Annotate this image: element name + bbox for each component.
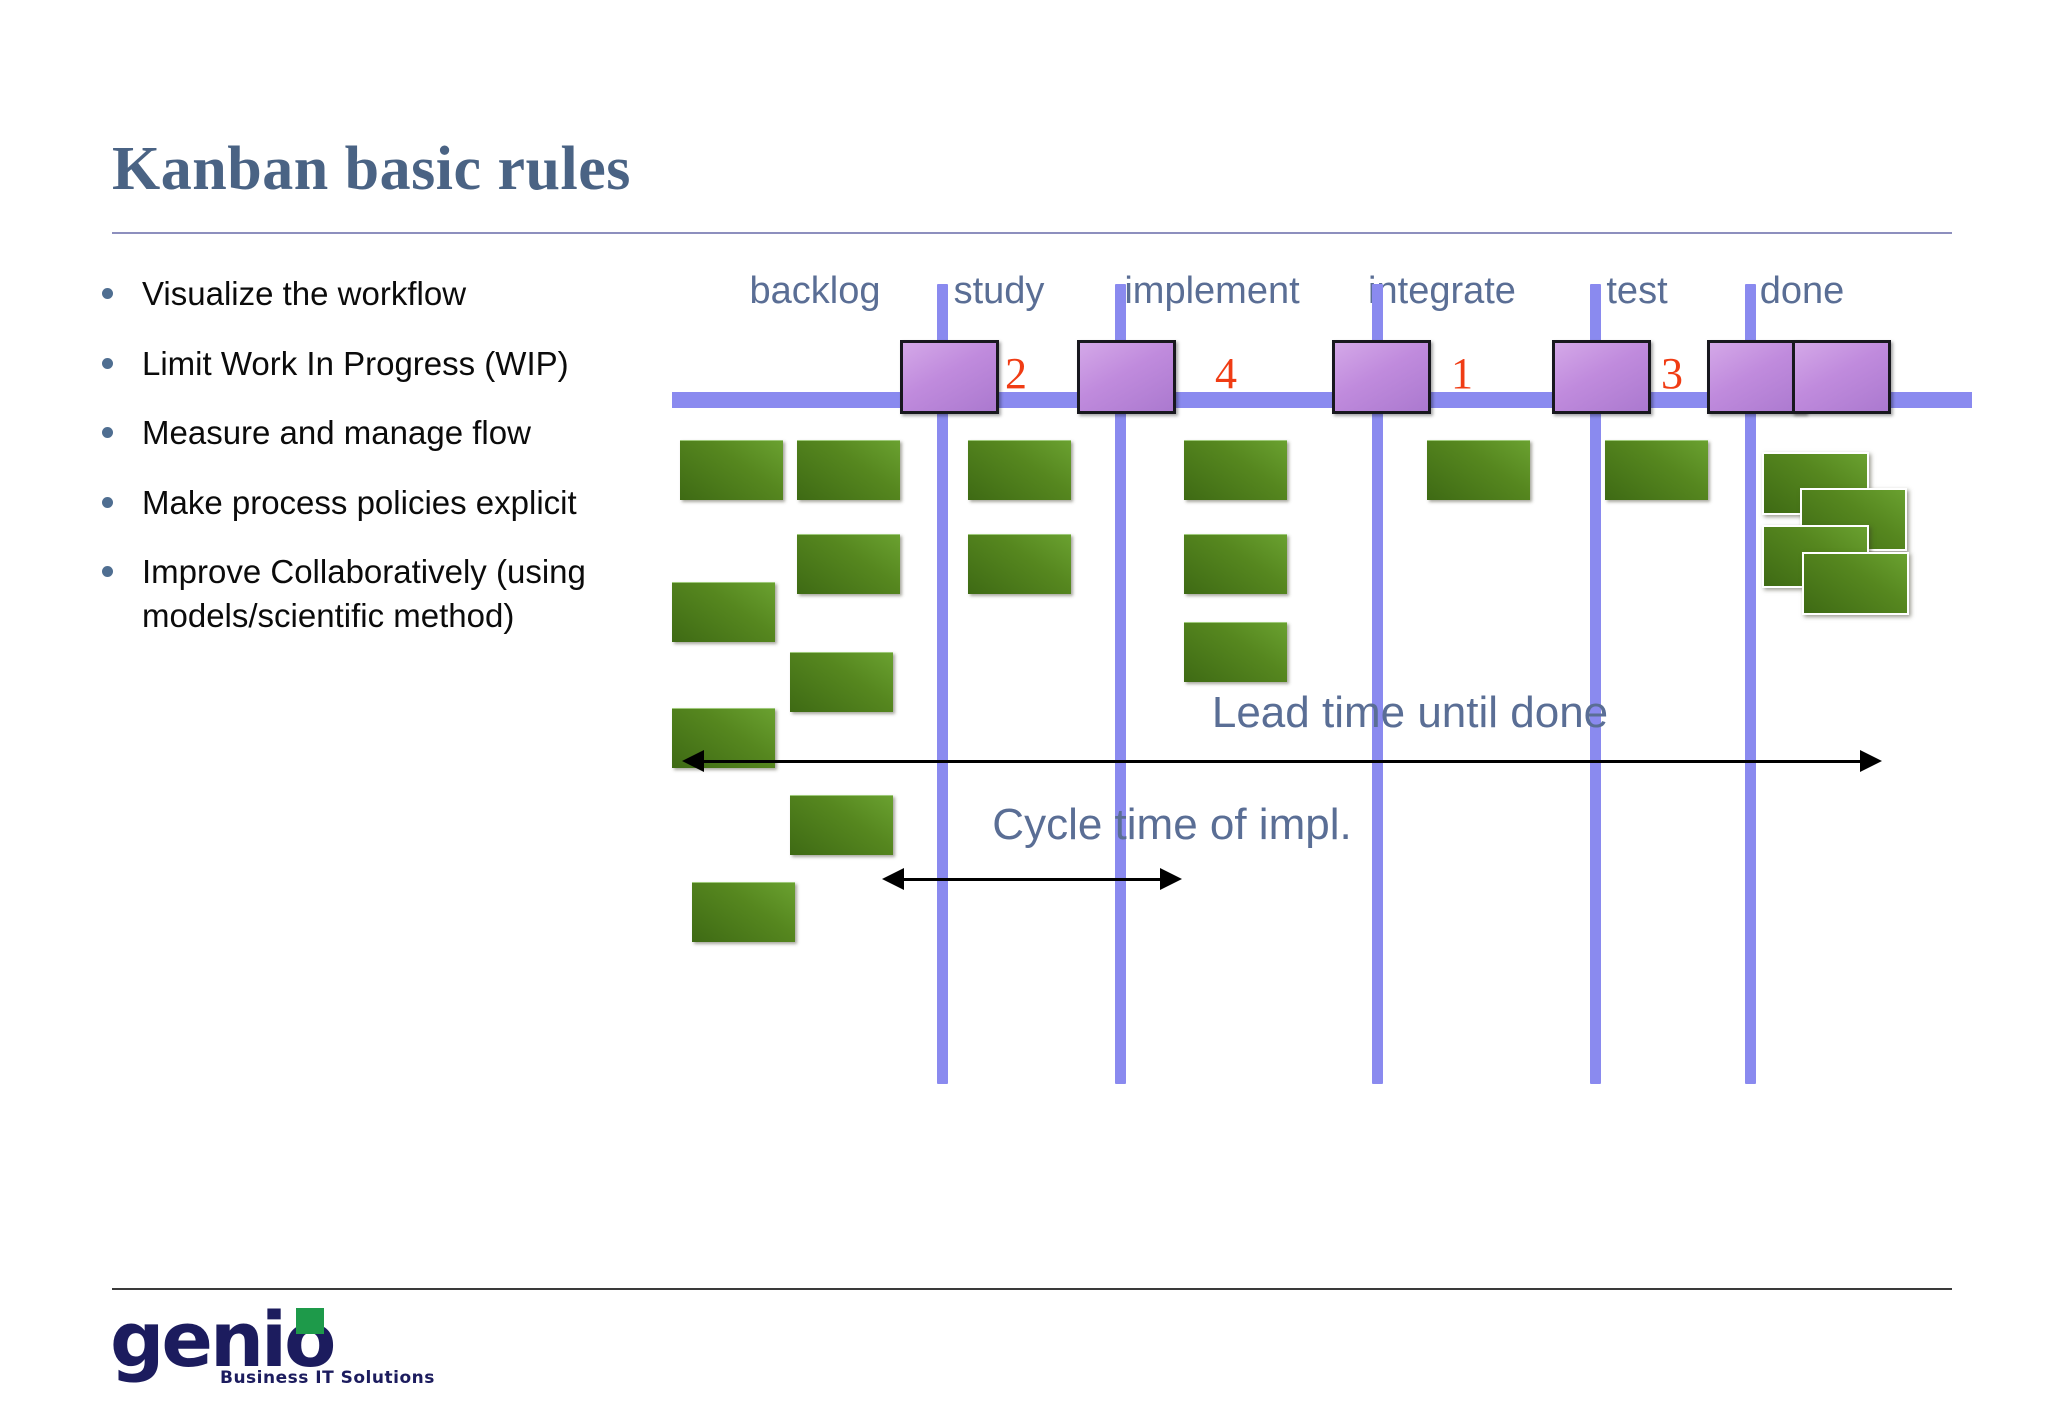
column-divider	[1590, 284, 1601, 1084]
column-divider	[937, 284, 948, 1084]
kanban-card[interactable]	[968, 440, 1071, 500]
kanban-card[interactable]	[1184, 534, 1287, 594]
genio-logo: genio Business IT Solutions	[110, 1301, 450, 1400]
wip-limit-number: 1	[1451, 349, 1473, 398]
wip-limit-number: 4	[1215, 349, 1237, 398]
kanban-board: backlog study implement integrate test done 2 4…	[672, 270, 1972, 1090]
measure-arrow-line-cycle-time	[900, 878, 1164, 881]
bullet-dot-icon	[102, 288, 113, 299]
kanban-card[interactable]	[1184, 440, 1287, 500]
measure-arrowhead-right-cycle-time	[1160, 868, 1182, 890]
bullet-text: Limit Work In Progress (WIP)	[142, 344, 569, 382]
measure-label-lead-time: Lead time until done	[1211, 688, 1609, 737]
wip-limit-box	[1552, 340, 1651, 414]
measure-arrow-line-lead-time	[700, 760, 1864, 763]
bullet-dot-icon	[102, 357, 113, 369]
bullet-text: Measure and manage flow	[142, 414, 531, 452]
bullet-item: Limit Work In Progress (WIP)	[96, 342, 656, 386]
kanban-card[interactable]	[680, 440, 783, 500]
kanban-card[interactable]	[797, 534, 900, 594]
kanban-card[interactable]	[1605, 440, 1708, 500]
bullet-item: Improve Collaboratively (using models/sc…	[96, 550, 656, 637]
bullet-text: Visualize the workflow	[142, 275, 467, 312]
logo-tagline: Business IT Solutions	[220, 1368, 435, 1388]
wip-limit-number: 2	[1005, 349, 1027, 398]
bullet-text: Improve Collaboratively (using models/sc…	[142, 553, 586, 634]
logo-green-square-icon	[296, 1308, 324, 1334]
bullet-dot-icon	[102, 496, 113, 508]
kanban-card[interactable]	[968, 534, 1071, 594]
bullet-item: Measure and manage flow	[96, 411, 656, 455]
kanban-card[interactable]	[797, 440, 900, 500]
kanban-card[interactable]	[1184, 622, 1287, 682]
kanban-card[interactable]	[672, 582, 775, 642]
footer-divider	[112, 1288, 1952, 1290]
measure-arrowhead-left-lead-time	[682, 750, 704, 772]
kanban-card[interactable]	[692, 882, 795, 942]
bullet-item: Visualize the workflow	[96, 272, 656, 316]
column-header-implement: implement	[1124, 270, 1300, 312]
kanban-card[interactable]	[790, 652, 893, 712]
wip-limit-box	[1077, 340, 1176, 414]
column-header-done: done	[1759, 270, 1845, 312]
bullet-item: Make process policies explicit	[96, 481, 656, 525]
column-divider	[1745, 284, 1756, 1084]
bullet-dot-icon	[102, 427, 113, 439]
kanban-card[interactable]	[1427, 440, 1530, 500]
page-title: Kanban basic rules	[112, 135, 631, 203]
wip-limit-box	[1792, 340, 1891, 414]
wip-limit-box	[1332, 340, 1431, 414]
kanban-card[interactable]	[1802, 552, 1909, 615]
column-divider	[1115, 284, 1126, 1084]
column-header-integrate: integrate	[1368, 270, 1516, 312]
column-header-test: test	[1606, 270, 1668, 312]
wip-limit-number: 3	[1661, 349, 1683, 398]
kanban-card[interactable]	[790, 795, 893, 855]
column-header-study: study	[953, 270, 1045, 312]
column-header-backlog: backlog	[749, 270, 881, 312]
column-divider	[1372, 284, 1383, 1084]
bullet-text: Make process policies explicit	[142, 483, 577, 521]
wip-limit-box	[900, 340, 999, 414]
bullet-dot-icon	[102, 566, 113, 578]
measure-arrowhead-right-lead-time	[1860, 750, 1882, 772]
measure-arrowhead-left-cycle-time	[882, 868, 904, 890]
measure-label-cycle-time: Cycle time of impl.	[992, 800, 1352, 849]
wip-limit-box	[1707, 340, 1806, 414]
title-divider	[112, 232, 1952, 234]
